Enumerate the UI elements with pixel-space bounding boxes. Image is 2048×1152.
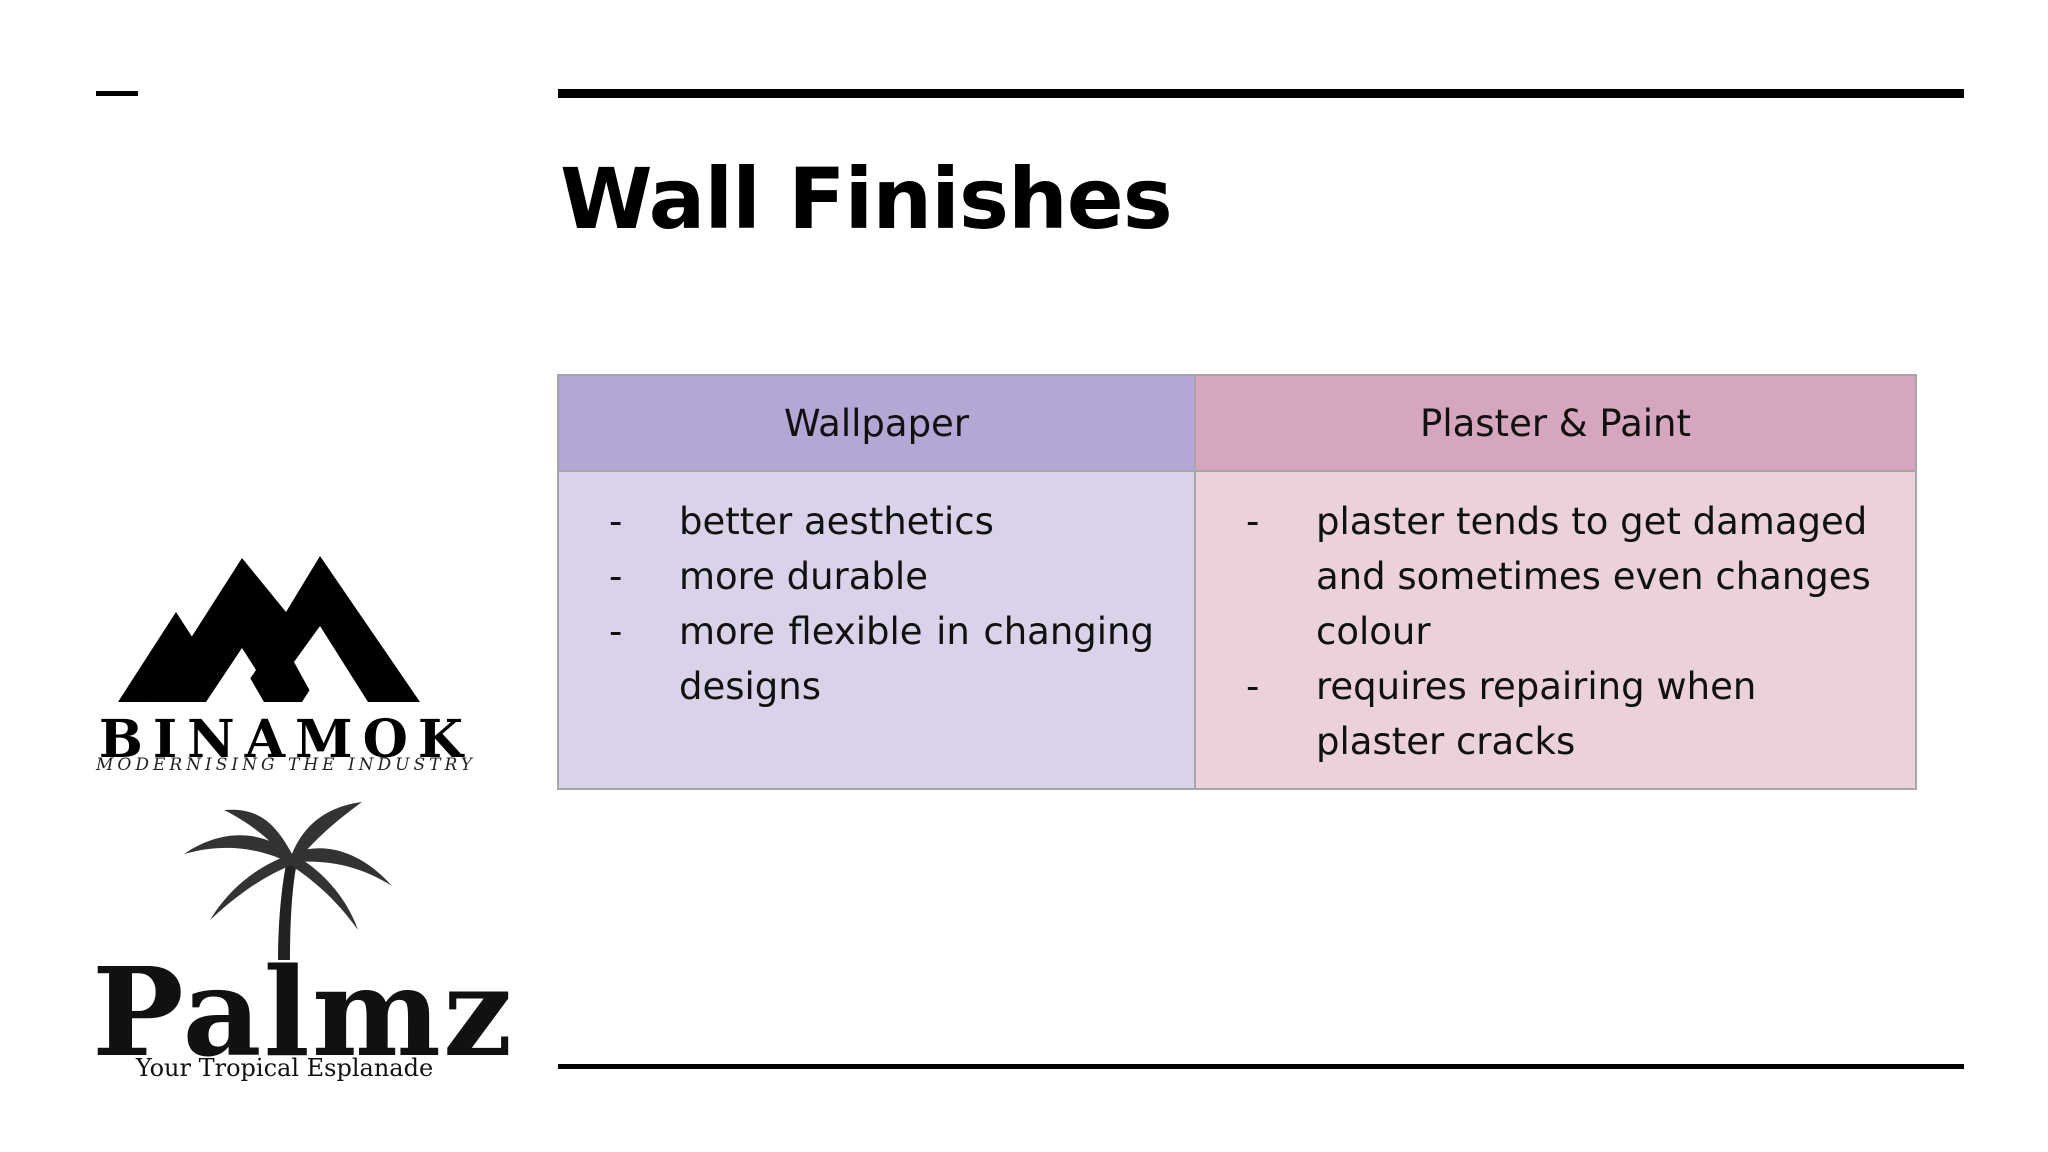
list-item-text: plaster tends to get damaged and sometim… bbox=[1316, 500, 1871, 653]
slide-corner-dash bbox=[96, 91, 138, 96]
plaster-paint-cell: - plaster tends to get damaged and someti… bbox=[1196, 472, 1915, 788]
palmz-wordmark: Palmz bbox=[92, 940, 515, 1084]
list-item-text: requires repairing when plaster cracks bbox=[1316, 665, 1757, 763]
bullet-dash: - bbox=[1246, 665, 1260, 708]
mountain-icon bbox=[118, 556, 420, 702]
header-wallpaper: Wallpaper bbox=[559, 376, 1196, 472]
binamok-logo: BINAMOK MODERNISING THE INDUSTRY bbox=[88, 552, 484, 782]
slide-title: Wall Finishes bbox=[560, 150, 1173, 248]
wallpaper-cell: - better aesthetics - more durable - more f… bbox=[559, 472, 1196, 788]
wallpaper-list: - better aesthetics - more durable - more f… bbox=[609, 494, 1154, 714]
list-item: - plaster tends to get damaged and someti… bbox=[1246, 494, 1875, 659]
list-item-text: more flexible in changing designs bbox=[679, 610, 1154, 708]
comparison-table: Wallpaper Plaster & Paint - better aesthe… bbox=[557, 374, 1917, 790]
binamok-wordmark: BINAMOK bbox=[98, 709, 474, 770]
list-item: - better aesthetics bbox=[609, 494, 1154, 549]
palm-tree-icon bbox=[184, 802, 392, 960]
header-plaster-paint: Plaster & Paint bbox=[1196, 376, 1915, 472]
top-rule bbox=[558, 89, 1964, 98]
list-item: - more flexible in changing designs bbox=[609, 604, 1154, 714]
list-item: - more durable bbox=[609, 549, 1154, 604]
bullet-dash: - bbox=[1246, 500, 1260, 543]
bullet-dash: - bbox=[609, 610, 623, 653]
binamok-tagline: MODERNISING THE INDUSTRY bbox=[95, 755, 476, 775]
palmz-logo: Palmz Your Tropical Esplanade bbox=[92, 800, 515, 1090]
palmz-tagline: Your Tropical Esplanade bbox=[135, 1054, 434, 1082]
list-item-text: more durable bbox=[679, 555, 928, 598]
plaster-list: - plaster tends to get damaged and someti… bbox=[1246, 494, 1875, 769]
list-item: - requires repairing when plaster cracks bbox=[1246, 659, 1875, 769]
bottom-rule bbox=[558, 1064, 1964, 1069]
list-item-text: better aesthetics bbox=[679, 500, 994, 543]
bullet-dash: - bbox=[609, 500, 623, 543]
bullet-dash: - bbox=[609, 555, 623, 598]
